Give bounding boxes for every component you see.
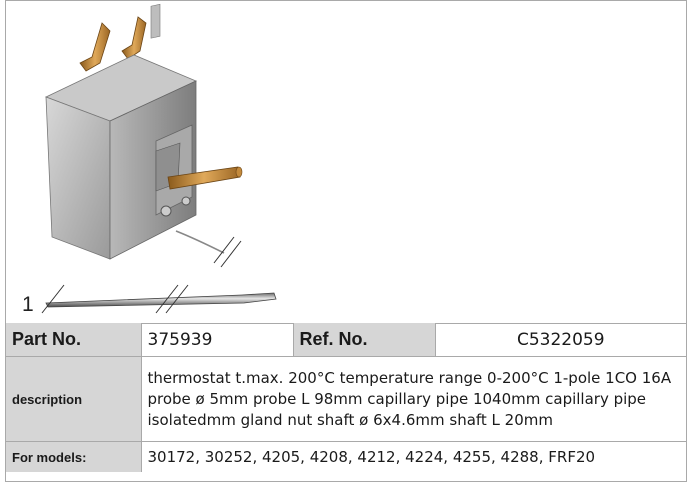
product-image-area: 1	[6, 1, 686, 324]
terminal-2	[121, 16, 147, 60]
thermostat-product-image	[41, 3, 277, 314]
part-no-label: Part No.	[6, 323, 142, 357]
figure-number: 1	[22, 293, 34, 316]
table-row: For models: 30172, 30252, 4205, 4208, 42…	[6, 441, 686, 472]
models-label: For models:	[6, 441, 142, 472]
table-row: description thermostat t.max. 200°C temp…	[6, 356, 686, 442]
product-sheet: 1 Part No. 375939 Ref. No. C5322059 desc…	[5, 0, 687, 482]
ref-no-value: C5322059	[434, 323, 686, 357]
ref-no-label: Ref. No.	[292, 323, 436, 357]
description-label: description	[6, 356, 142, 442]
part-no-value: 375939	[140, 323, 294, 357]
table-row: Part No. 375939 Ref. No. C5322059	[6, 323, 686, 357]
spec-table: Part No. 375939 Ref. No. C5322059 descri…	[6, 323, 686, 472]
models-value: 30172, 30252, 4205, 4208, 4212, 4224, 42…	[140, 441, 686, 472]
terminal-1	[79, 22, 111, 72]
description-value: thermostat t.max. 200°C temperature rang…	[140, 356, 686, 442]
